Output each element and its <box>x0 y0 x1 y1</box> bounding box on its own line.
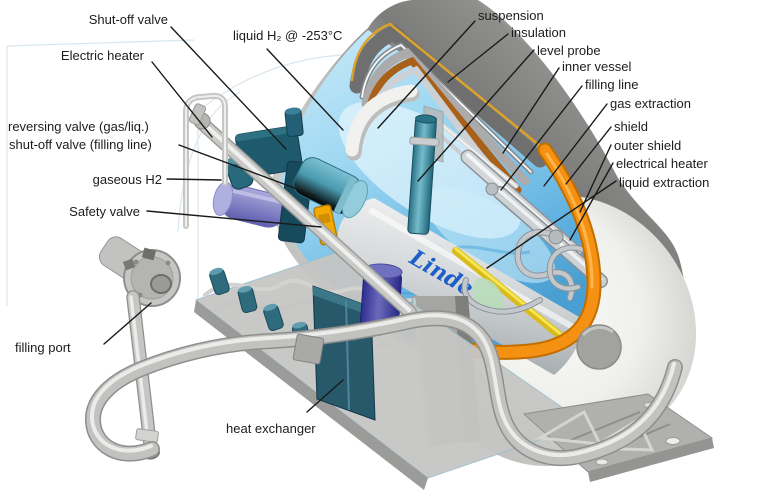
tube-dome-fitting <box>548 229 564 245</box>
label-level-probe: level probe <box>537 43 601 58</box>
label-shield: shield <box>614 119 648 134</box>
label-gaseous-h2: gaseous H2 <box>93 172 162 187</box>
insulation-edge-line <box>350 22 547 152</box>
leader-level-probe <box>417 49 535 182</box>
leader-filling-line <box>500 85 583 191</box>
leader-insulation <box>447 33 509 83</box>
leader-electric-heater <box>151 61 213 138</box>
leader-heat-exchanger <box>306 379 344 413</box>
leader-gaseous-h2 <box>166 178 222 181</box>
label-inner-vessel: inner vessel <box>562 59 631 74</box>
filling-port-opening <box>150 274 172 294</box>
reversing-valve-pump <box>293 157 369 219</box>
label-suspension: suspension <box>478 8 544 23</box>
label-liquid-extraction: liquid extraction <box>619 175 709 190</box>
leader-gas-extraction <box>543 103 608 187</box>
label-insulation: insulation <box>511 25 566 40</box>
leader-electrical-heater <box>569 162 614 241</box>
leader-lines <box>103 20 617 413</box>
leader-liquid-extraction <box>486 180 617 269</box>
leader-liquid-h2 <box>266 48 344 131</box>
leader-inner-vessel <box>502 67 560 154</box>
insulation-cut-band <box>349 24 548 168</box>
label-reversing-valve: reversing valve (gas/liq.) <box>8 119 149 134</box>
leader-outer-shield <box>579 144 612 213</box>
label-filling-port: filling port <box>15 340 71 355</box>
leader-shut-off-valve-filling <box>178 144 317 197</box>
label-safety-valve: Safety valve <box>69 204 140 219</box>
filling-port-assembly <box>98 236 181 307</box>
leader-safety-valve <box>146 210 322 228</box>
leader-shut-off-valve <box>170 26 287 150</box>
label-filling-line: filling line <box>585 77 638 92</box>
heater-element-pipe <box>188 103 417 319</box>
label-electric-heater: Electric heater <box>61 48 145 63</box>
label-shut-off-valve: Shut-off valve <box>89 12 168 27</box>
leader-suspension <box>377 20 476 129</box>
filling-transfer-pipe <box>85 310 683 467</box>
vessel-internals: Linde <box>337 105 608 375</box>
label-shut-off-valve-filling: shut-off valve (filling line) <box>9 137 152 152</box>
filling-line-tube <box>361 43 532 173</box>
suspension-strap <box>345 84 420 161</box>
label-outer-shield: outer shield <box>614 138 681 153</box>
labels: Shut-off valve Electric heater liquid H₂… <box>8 8 709 436</box>
leader-shield <box>565 126 612 185</box>
purple-cylinder <box>212 181 286 228</box>
label-gas-extraction: gas extraction <box>610 96 691 111</box>
electrical-heater-pipe <box>452 247 572 346</box>
extraction-tubing <box>461 229 591 315</box>
heat-exchanger-plate <box>312 285 376 421</box>
label-heat-exchanger: heat exchanger <box>226 421 316 436</box>
label-liquid-h2: liquid H₂ @ -253°C <box>233 28 342 43</box>
frame-truss <box>535 409 655 452</box>
label-electrical-heater: electrical heater <box>616 156 708 171</box>
leader-filling-port <box>103 302 152 345</box>
end-cap-flange <box>576 324 622 370</box>
pipe-fitting-knob <box>485 182 499 196</box>
